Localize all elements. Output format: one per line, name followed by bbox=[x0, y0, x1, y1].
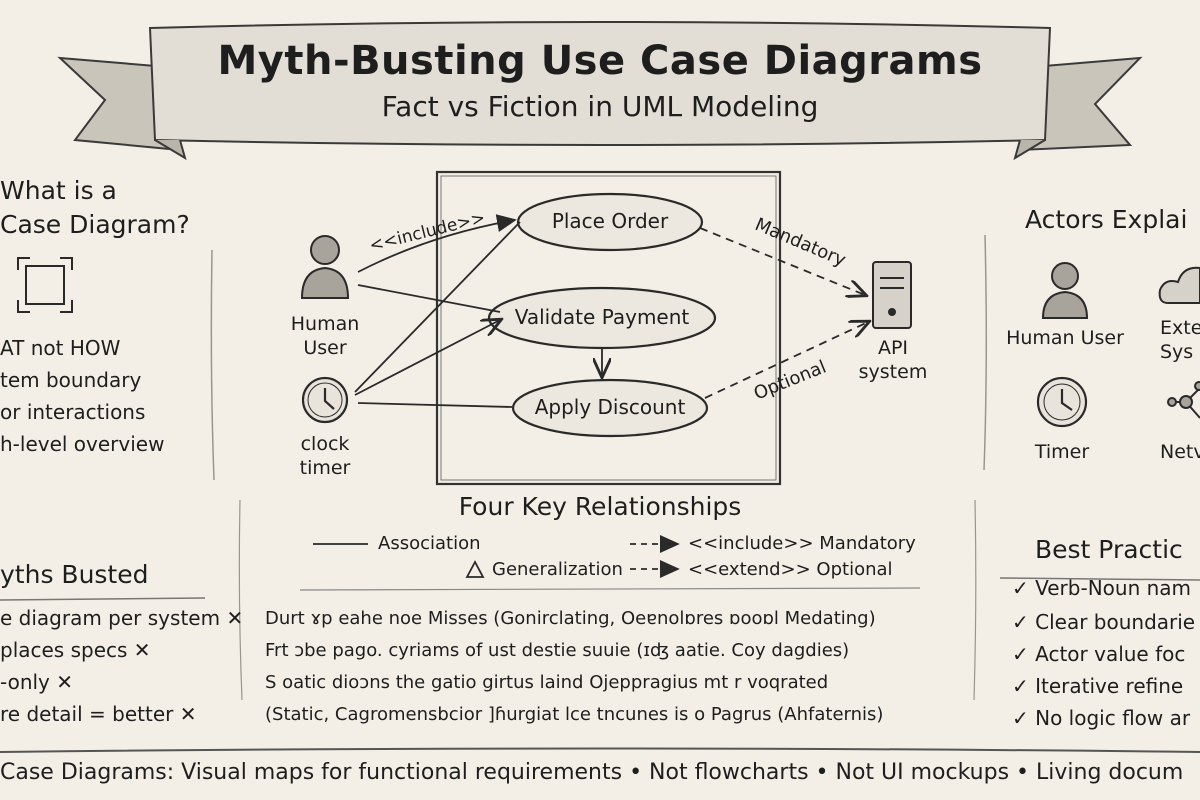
best-practice-text: Iterative refine bbox=[1035, 674, 1184, 698]
cross-icon: ✕ bbox=[56, 670, 74, 694]
cross-icon: ✕ bbox=[133, 638, 151, 662]
best-practice-text: Clear boundarie bbox=[1035, 610, 1196, 634]
myth-text: places specs bbox=[0, 638, 128, 662]
best-practice-3: ✓ Actor value foc bbox=[1012, 642, 1185, 666]
panel-clock-icon bbox=[1036, 376, 1088, 428]
left-heading-line2: Case Diagram? bbox=[0, 210, 190, 239]
relationship-symbols bbox=[313, 535, 680, 578]
scribble-line-2: Frt ɔbe pago. cyriams of ust destie suui… bbox=[265, 640, 850, 661]
association-lines bbox=[354, 214, 868, 408]
relationship-include: <<include>> Mandatory bbox=[688, 533, 916, 554]
best-practice-text: Actor value foc bbox=[1035, 642, 1186, 666]
best-practice-5: ✓ No logic flow ar bbox=[1012, 706, 1190, 730]
myth-item-1: e diagram per system ✕ bbox=[0, 606, 243, 630]
actors-item-timer: Timer bbox=[1034, 441, 1090, 463]
myth-item-3: -only ✕ bbox=[0, 670, 73, 694]
myths-heading: yths Busted bbox=[0, 560, 149, 589]
myth-item-2: places specs ✕ bbox=[0, 638, 151, 662]
server-icon bbox=[872, 261, 912, 329]
clock-icon bbox=[301, 376, 349, 424]
best-practices-heading: Best Practic bbox=[1035, 535, 1183, 564]
actor-api-system-label: API system bbox=[858, 337, 928, 383]
relationship-extend: <<extend>> Optional bbox=[688, 559, 893, 580]
scribble-line-4: (Static, Cagromensbcior ]ɦurgiat lce tnc… bbox=[265, 704, 884, 725]
check-icon: ✓ bbox=[1012, 576, 1029, 600]
relationship-association: Association bbox=[378, 533, 481, 554]
use-case-label-place-order: Place Order bbox=[551, 209, 669, 233]
system-boundary bbox=[435, 170, 782, 486]
use-case-label-apply-discount: Apply Discount bbox=[534, 395, 686, 419]
scribble-line-3: S oatic dioɔns the gatio girtus laind Oj… bbox=[265, 672, 829, 693]
actors-item-network: Netv bbox=[1160, 441, 1200, 463]
best-practice-1: ✓ Verb-Noun nam bbox=[1012, 576, 1191, 600]
network-icon bbox=[1167, 381, 1200, 419]
check-icon: ✓ bbox=[1012, 674, 1029, 698]
best-practice-2: ✓ Clear boundarie bbox=[1012, 610, 1195, 634]
myth-text: e diagram per system bbox=[0, 606, 221, 630]
left-point-1: AT not HOW bbox=[0, 336, 121, 360]
relationship-generalization: Generalization bbox=[492, 559, 623, 580]
actor-human-user-label: Human User bbox=[290, 313, 360, 359]
use-case-label-validate-payment: Validate Payment bbox=[514, 305, 690, 329]
check-icon: ✓ bbox=[1012, 706, 1029, 730]
frame-icon bbox=[17, 257, 73, 313]
best-practice-text: Verb-Noun nam bbox=[1035, 576, 1192, 600]
myth-text: -only bbox=[0, 670, 50, 694]
actors-item-external-system: Exte Sys bbox=[1160, 317, 1200, 363]
page-subtitle: Fact vs Fiction in UML Modeling bbox=[381, 90, 819, 123]
use-case-apply-discount[interactable] bbox=[511, 378, 709, 438]
left-point-3: or interactions bbox=[0, 400, 146, 424]
left-point-2: tem boundary bbox=[0, 368, 142, 392]
page-title: Myth-Busting Use Case Diagrams bbox=[217, 38, 983, 84]
myth-item-4: re detail = better ✕ bbox=[0, 702, 196, 726]
actor-clock-timer-label: clock timer bbox=[299, 433, 351, 479]
check-icon: ✓ bbox=[1012, 610, 1029, 634]
cross-icon: ✕ bbox=[226, 606, 244, 630]
cross-icon: ✕ bbox=[179, 702, 197, 726]
left-point-4: h-level overview bbox=[0, 432, 165, 456]
actors-heading: Actors Explai bbox=[1025, 205, 1188, 234]
use-case-place-order[interactable] bbox=[516, 192, 704, 252]
check-icon: ✓ bbox=[1012, 642, 1029, 666]
relationships-heading: Four Key Relationships bbox=[458, 492, 742, 521]
best-practice-4: ✓ Iterative refine bbox=[1012, 674, 1183, 698]
title-banner bbox=[57, 21, 1143, 161]
cloud-icon bbox=[1158, 266, 1200, 304]
myth-text: re detail = better bbox=[0, 702, 174, 726]
best-practice-text: No logic flow ar bbox=[1035, 706, 1191, 730]
footer-summary: Case Diagrams: Visual maps for functiona… bbox=[0, 760, 1184, 785]
scribble-line-1: Durt ɤp eahe noe Misses (Gonirclating, O… bbox=[265, 608, 876, 629]
left-heading-line1: What is a bbox=[0, 176, 117, 205]
human-user-icon bbox=[300, 235, 350, 299]
actors-item-human-user: Human User bbox=[1006, 327, 1124, 349]
panel-human-icon bbox=[1041, 262, 1089, 319]
